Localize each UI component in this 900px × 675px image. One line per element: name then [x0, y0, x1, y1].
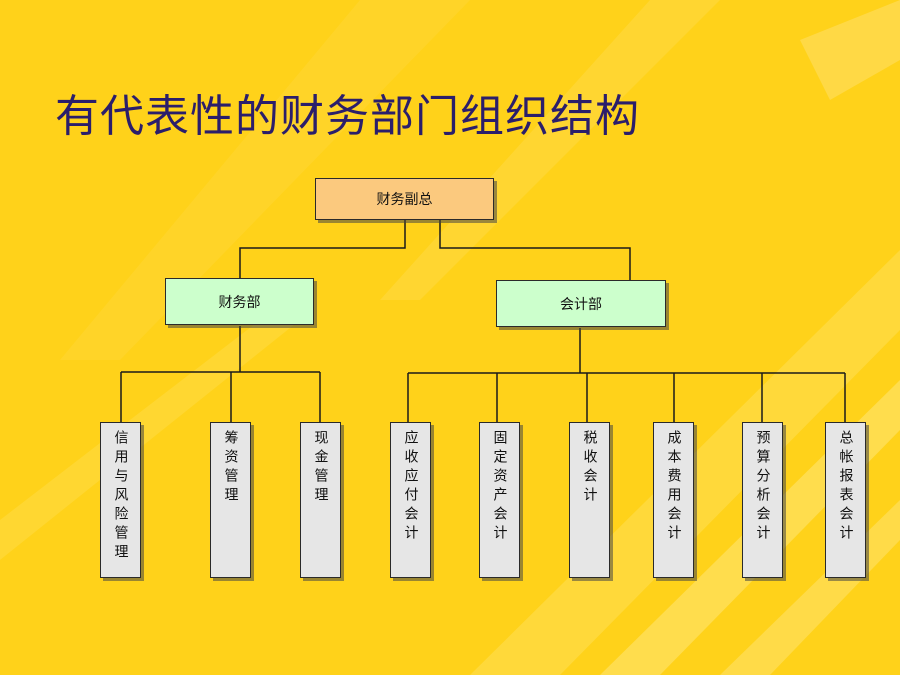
node-label: 固定资产会计	[491, 430, 508, 544]
node-label: 总帐报表会计	[837, 430, 854, 544]
connector-root-accounting	[439, 220, 631, 280]
node-label: 财务副总	[376, 192, 433, 208]
node-credit-risk-mgmt: 信用与风险管理	[100, 422, 141, 578]
node-general-ledger-accounting: 总帐报表会计	[825, 422, 866, 578]
node-label: 财务部	[218, 294, 261, 311]
connector-root-finance	[239, 220, 406, 278]
node-label: 筹资管理	[222, 430, 239, 506]
node-tax-accounting: 税收会计	[569, 422, 610, 578]
node-finance-dept: 财务部	[165, 278, 314, 325]
page-title: 有代表性的财务部门组织结构	[55, 91, 640, 142]
node-label: 现金管理	[312, 430, 329, 506]
node-label: 会计部	[560, 296, 602, 313]
node-fixed-asset-accounting: 固定资产会计	[479, 422, 520, 578]
node-label: 税收会计	[581, 430, 598, 506]
node-financing-mgmt: 筹资管理	[210, 422, 251, 578]
node-label: 成本费用会计	[665, 430, 682, 544]
node-budget-analysis-accounting: 预算分析会计	[742, 422, 783, 578]
node-ar-ap-accounting: 应收应付会计	[390, 422, 431, 578]
node-cash-mgmt: 现金管理	[300, 422, 341, 578]
node-label: 应收应付会计	[402, 430, 419, 544]
node-accounting-dept: 会计部	[496, 280, 666, 327]
node-cfo: 财务副总	[315, 178, 494, 220]
node-label: 信用与风险管理	[112, 430, 129, 563]
node-cost-accounting: 成本费用会计	[653, 422, 694, 578]
node-label: 预算分析会计	[754, 430, 771, 544]
